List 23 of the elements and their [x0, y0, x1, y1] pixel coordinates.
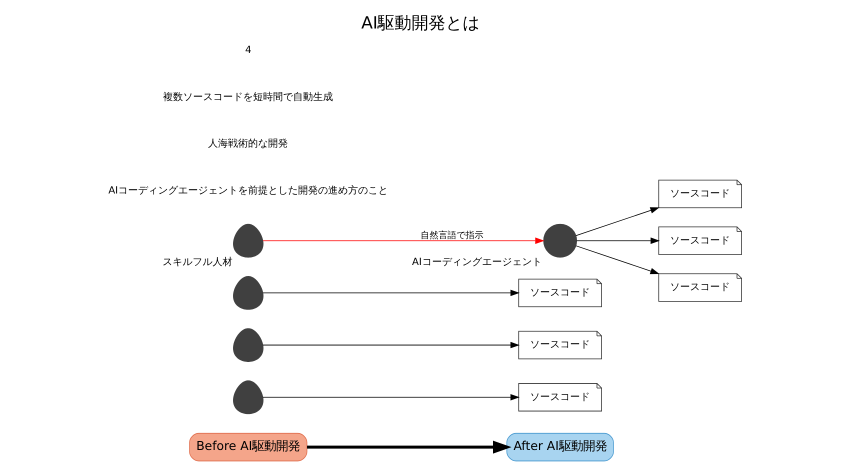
node-head: [543, 223, 578, 258]
node-person: [233, 380, 264, 414]
label: AIコーディングエージェントを前提とした開発の進め方のこと: [108, 184, 388, 196]
diagram-title: AI駆動開発とは: [361, 12, 480, 32]
node-label: スキルフル人材: [162, 256, 232, 268]
arrow: [307, 440, 512, 454]
arrow: [576, 237, 660, 244]
label: 人海戦術的な開発: [208, 138, 288, 150]
arrow: [262, 341, 520, 348]
node-person: [233, 328, 264, 362]
edge-label: 自然言語で指示: [420, 230, 484, 241]
arrow: [262, 394, 520, 400]
label: 4: [245, 44, 252, 56]
node-box: After AI駆動開発: [506, 432, 614, 461]
node-person: [233, 223, 264, 258]
arrow: [576, 206, 660, 236]
node-label: AIコーディングエージェント: [412, 256, 542, 268]
arrow: [262, 289, 520, 296]
arrow: [262, 237, 544, 244]
arrow: [576, 244, 660, 274]
node-person: [233, 276, 264, 310]
node-box: Before AI駆動開発: [189, 432, 308, 461]
label: 複数ソースコードを短時間で自動生成: [163, 91, 334, 102]
